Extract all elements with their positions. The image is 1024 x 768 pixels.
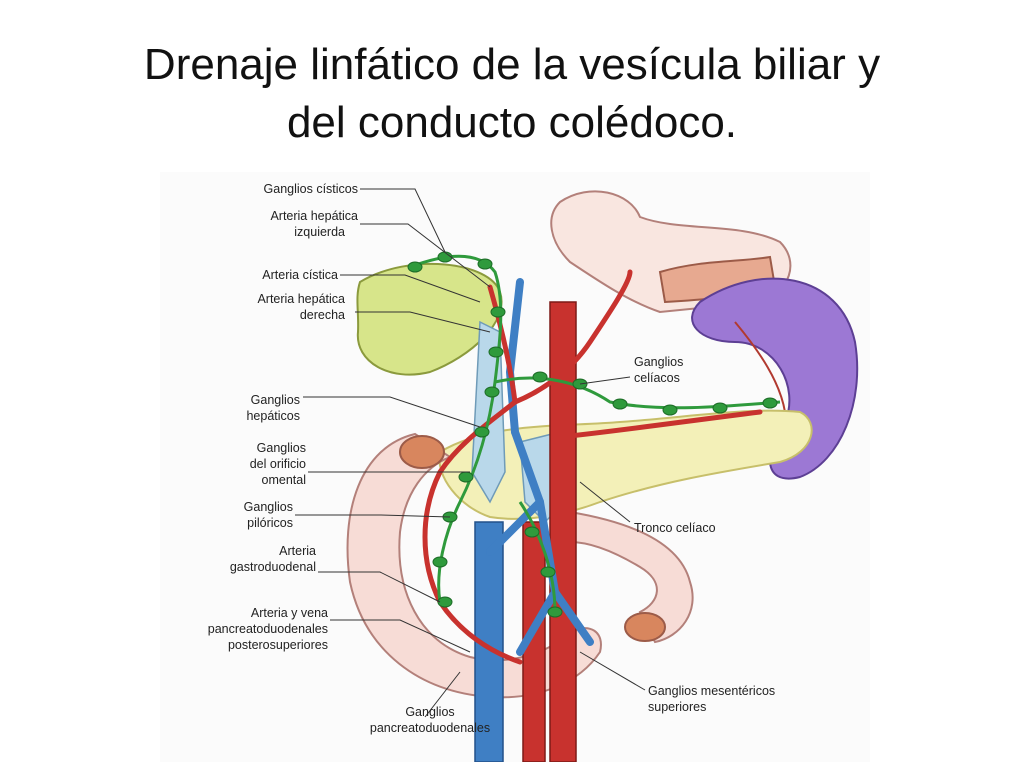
lymph-node <box>484 386 500 398</box>
labels-left: Ganglios císticos Arteria hepática izqui… <box>208 182 358 652</box>
label-ganglios-celiacos-1: Ganglios <box>634 355 683 369</box>
labels-right: Ganglios celíacos Tronco celíaco Ganglio… <box>370 355 775 735</box>
lymph-node <box>458 471 474 483</box>
lymph-node <box>477 258 493 270</box>
lymph-node <box>474 426 490 438</box>
lymph-node <box>547 606 563 618</box>
label-ganglios-pancreatoduodenales-2: pancreatoduodenales <box>370 721 490 735</box>
lymph-node <box>490 306 506 318</box>
lymph-node <box>532 371 548 383</box>
leader-lines <box>295 188 646 718</box>
label-ganglios-mesentericos-2: superiores <box>648 700 706 714</box>
duodenum <box>346 432 602 699</box>
label-pancreatoduodenales-3: posterosuperiores <box>228 638 328 652</box>
label-ganglios-piloricos-1: Ganglios <box>244 500 293 514</box>
label-ganglios-piloricos-2: pilóricos <box>247 516 293 530</box>
stomach <box>550 190 792 314</box>
gallbladder <box>356 262 503 376</box>
slide-title-line1: Drenaje linfático de la vesícula biliar … <box>143 40 881 89</box>
label-arteria-gastroduodenal-1: Arteria <box>279 544 316 558</box>
lymph-node <box>762 397 778 409</box>
label-arteria-gastroduodenal-2: gastroduodenal <box>230 560 316 574</box>
lymph-node <box>662 404 678 416</box>
label-ganglios-orificio-2: del orificio <box>250 457 306 471</box>
label-arteria-cistica: Arteria cística <box>262 268 338 282</box>
label-ganglios-hepaticos-1: Ganglios <box>251 393 300 407</box>
lymph-node <box>524 526 540 538</box>
label-pancreatoduodenales-2: pancreatoduodenales <box>208 622 328 636</box>
inferior-vena-cava <box>474 521 546 762</box>
lymph-node <box>437 251 453 263</box>
lymph-node <box>488 346 504 358</box>
lymph-node <box>712 402 728 414</box>
label-ganglios-orificio-1: Ganglios <box>257 441 306 455</box>
lymph-node <box>432 556 448 568</box>
label-arteria-hepatica-izquierda-1: Arteria hepática <box>270 209 358 223</box>
lymph-node <box>437 596 453 608</box>
label-ganglios-pancreatoduodenales-1: Ganglios <box>405 705 454 719</box>
anatomy-diagram: Ganglios císticos Arteria hepática izqui… <box>160 172 870 762</box>
label-ganglios-hepaticos-2: hepáticos <box>246 409 300 423</box>
arteries <box>422 269 763 665</box>
label-arteria-hepatica-derecha-1: Arteria hepática <box>257 292 345 306</box>
slide-title: Drenaje linfático de la vesícula biliar … <box>0 36 1024 152</box>
label-ganglios-cisticos: Ganglios císticos <box>264 182 358 196</box>
lymph-node <box>540 566 556 578</box>
slide-title-line2: del conducto colédoco. <box>286 98 738 147</box>
portal-vein <box>486 278 594 656</box>
label-ganglios-mesentericos-1: Ganglios mesentéricos <box>648 684 775 698</box>
lymph-nodes <box>407 251 778 618</box>
lymph-node <box>407 261 423 273</box>
lymph-node <box>612 398 628 410</box>
label-ganglios-orificio-3: omental <box>262 473 306 487</box>
jejunum <box>569 510 694 644</box>
label-arteria-hepatica-izquierda-2: izquierda <box>294 225 345 239</box>
label-ganglios-celiacos-2: celíacos <box>634 371 680 385</box>
label-arteria-hepatica-derecha-2: derecha <box>300 308 345 322</box>
label-pancreatoduodenales-1: Arteria y vena <box>251 606 328 620</box>
label-tronco-celiaco: Tronco celíaco <box>634 521 716 535</box>
